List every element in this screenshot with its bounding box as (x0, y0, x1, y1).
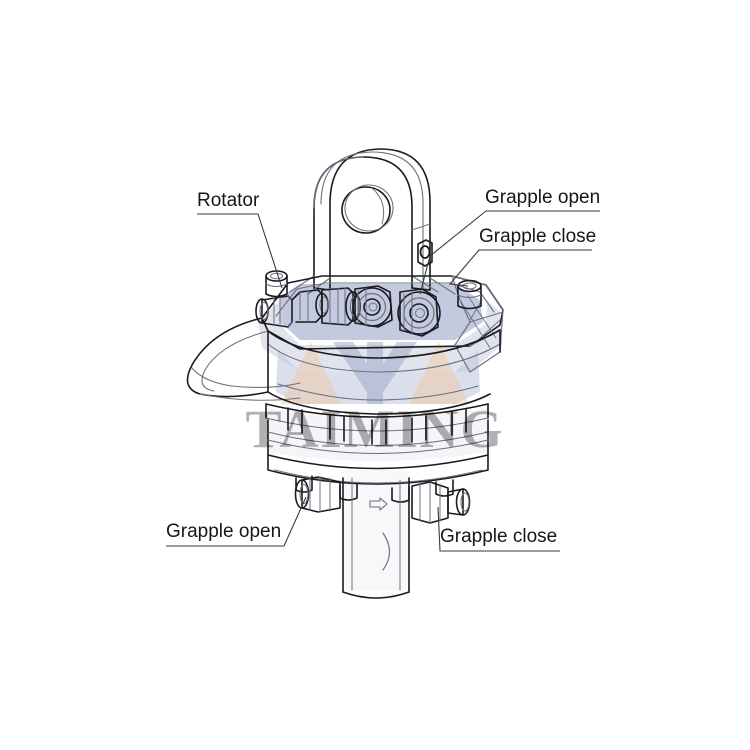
grapple-close-port-top (397, 288, 441, 337)
callout-underlines (166, 210, 600, 552)
bearing-ring (265, 403, 489, 485)
pin-hole (341, 184, 394, 234)
callout-label-rotator: Rotator (197, 190, 260, 211)
left-skirt (186, 317, 301, 401)
spline-collar (287, 407, 467, 445)
output-shaft (342, 477, 410, 599)
callout-label-grapple-close-bottom: Grapple close (440, 526, 558, 547)
bolt-cap-left (265, 270, 288, 298)
callout-label-grapple-close-top: Grapple close (479, 226, 597, 247)
conical-body (267, 329, 501, 415)
lock-tab (417, 239, 433, 267)
callout-label-grapple-open-top: Grapple open (485, 187, 601, 208)
callout-label-grapple-open-bottom: Grapple open (166, 521, 282, 542)
bolt-cap-right (457, 279, 482, 310)
grapple-open-port-top (352, 285, 393, 328)
grapple-open-port-bottom (294, 476, 341, 513)
grapple-close-port-bottom (411, 481, 471, 524)
top-eye-bracket (289, 148, 456, 295)
